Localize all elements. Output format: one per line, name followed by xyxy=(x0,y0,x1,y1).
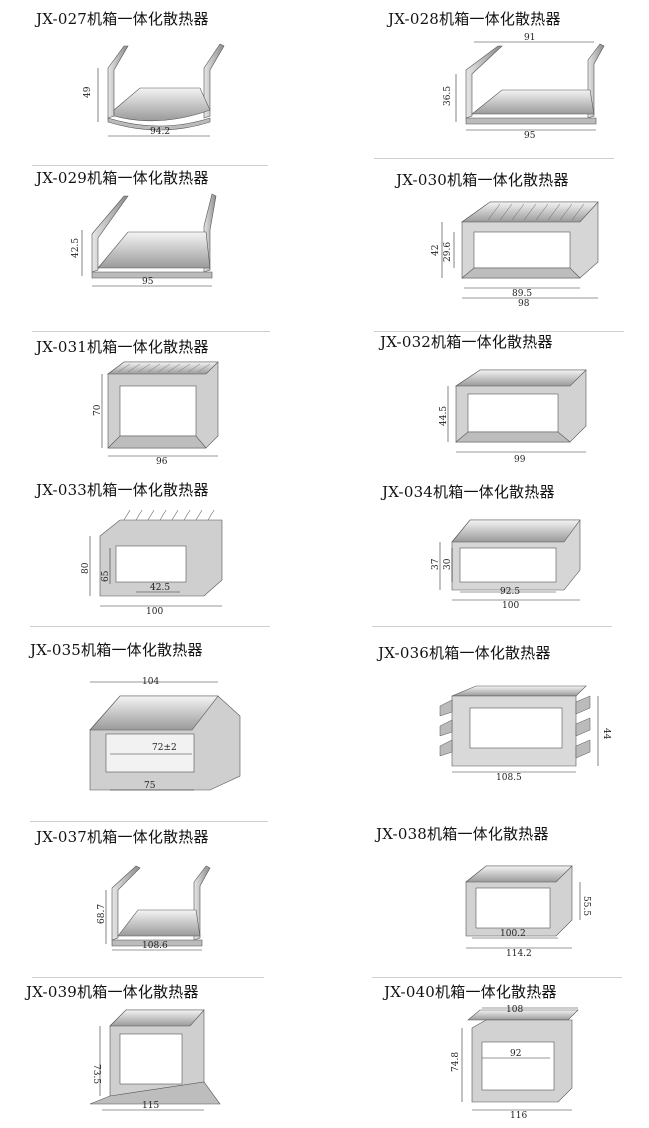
profile-drawing: 91 36.5 95 xyxy=(443,33,605,141)
dim-height: 44.5 xyxy=(439,406,449,426)
profile-drawing: 42 29.6 89.5 98 xyxy=(431,201,599,309)
product-title: JX-028机箱一体化散热器 xyxy=(388,10,561,28)
product-title: JX-039机箱一体化散热器 xyxy=(26,983,199,1001)
dim-width: 99 xyxy=(514,455,526,465)
dim-height: 80 xyxy=(81,562,91,574)
profile-drawing: 55.5 100.2 114.2 xyxy=(465,865,591,959)
product-title: JX-038机箱一体化散热器 xyxy=(376,825,549,843)
profile-drawing: 104 72±2 75 xyxy=(89,677,241,791)
dim-top-width: 104 xyxy=(142,677,159,687)
profile-drawing: 80 65 42.5 100 xyxy=(81,509,223,617)
dim-inner-height: 65 xyxy=(101,570,111,582)
dim-width: 100 xyxy=(146,607,163,617)
divider xyxy=(32,977,264,978)
dim-height: 36.5 xyxy=(443,86,453,106)
divider xyxy=(374,158,614,159)
dim-width: 116 xyxy=(510,1111,527,1121)
dim-top-width: 91 xyxy=(524,33,535,43)
profile-drawing: 70 96 xyxy=(93,361,219,467)
profile-drawing: 44 108.5 xyxy=(439,685,611,783)
dim-height: 49 xyxy=(83,86,93,98)
dim-inner-height: 29.6 xyxy=(443,242,453,262)
product-title: JX-035机箱一体化散热器 xyxy=(30,641,203,659)
dim-height: 42.5 xyxy=(71,238,81,258)
dim-width: 98 xyxy=(518,299,530,309)
profile-drawing: 44.5 99 xyxy=(439,369,587,465)
dim-height: 55.5 xyxy=(581,896,591,916)
dim-height: 73.5 xyxy=(91,1064,101,1084)
profile-drawing: 68.7 108.6 xyxy=(97,865,211,951)
dim-height: 68.7 xyxy=(97,904,107,924)
dim-width: 96 xyxy=(156,457,168,467)
dim-mid-width: 92 xyxy=(510,1049,521,1059)
product-title: JX-037机箱一体化散热器 xyxy=(36,828,209,846)
dim-width: 108.6 xyxy=(142,941,168,951)
divider xyxy=(30,821,268,822)
dim-inner-width: 100.2 xyxy=(500,929,526,939)
dim-width: 94.2 xyxy=(150,127,170,137)
dim-mid-width: 72±2 xyxy=(152,743,177,753)
product-title: JX-033机箱一体化散热器 xyxy=(36,481,209,499)
dim-inner-width: 92.5 xyxy=(500,587,520,597)
dim-top-width: 108 xyxy=(506,1005,523,1015)
product-title: JX-027机箱一体化散热器 xyxy=(36,10,209,28)
profile-drawing: 37 30 92.5 100 xyxy=(431,519,581,611)
dim-inner-width: 42.5 xyxy=(150,583,170,593)
dim-height: 37 xyxy=(431,558,441,570)
divider xyxy=(32,331,270,332)
profile-drawing: 42.5 95 xyxy=(71,193,217,287)
dim-inner-height: 30 xyxy=(443,558,453,570)
dim-height: 44 xyxy=(601,728,611,740)
profile-drawing: 108 92 74.8 116 xyxy=(451,1005,579,1121)
divider xyxy=(372,626,612,627)
profile-drawing: 73.5 115 xyxy=(89,1009,221,1111)
dim-height: 42 xyxy=(431,245,441,256)
dim-width: 108.5 xyxy=(496,773,522,783)
dim-width: 95 xyxy=(142,277,154,287)
product-title: JX-040机箱一体化散热器 xyxy=(384,983,557,1001)
dim-width: 114.2 xyxy=(506,949,532,959)
product-title: JX-031机箱一体化散热器 xyxy=(36,338,209,356)
product-title: JX-030机箱一体化散热器 xyxy=(396,171,569,189)
product-title: JX-029机箱一体化散热器 xyxy=(36,169,209,187)
dim-height: 70 xyxy=(93,404,103,416)
divider xyxy=(374,331,624,332)
dim-width: 115 xyxy=(142,1101,159,1111)
dim-width: 95 xyxy=(524,131,536,141)
product-title: JX-036机箱一体化散热器 xyxy=(378,644,551,662)
dim-width: 75 xyxy=(144,781,156,791)
dim-width: 100 xyxy=(502,601,519,611)
divider xyxy=(30,626,270,627)
divider xyxy=(32,165,268,166)
product-title: JX-032机箱一体化散热器 xyxy=(380,333,553,351)
divider xyxy=(372,977,622,978)
profile-drawing: 49 94.2 xyxy=(83,43,225,137)
dim-inner-width: 89.5 xyxy=(512,289,532,299)
product-title: JX-034机箱一体化散热器 xyxy=(382,483,555,501)
dim-height: 74.8 xyxy=(451,1052,461,1072)
